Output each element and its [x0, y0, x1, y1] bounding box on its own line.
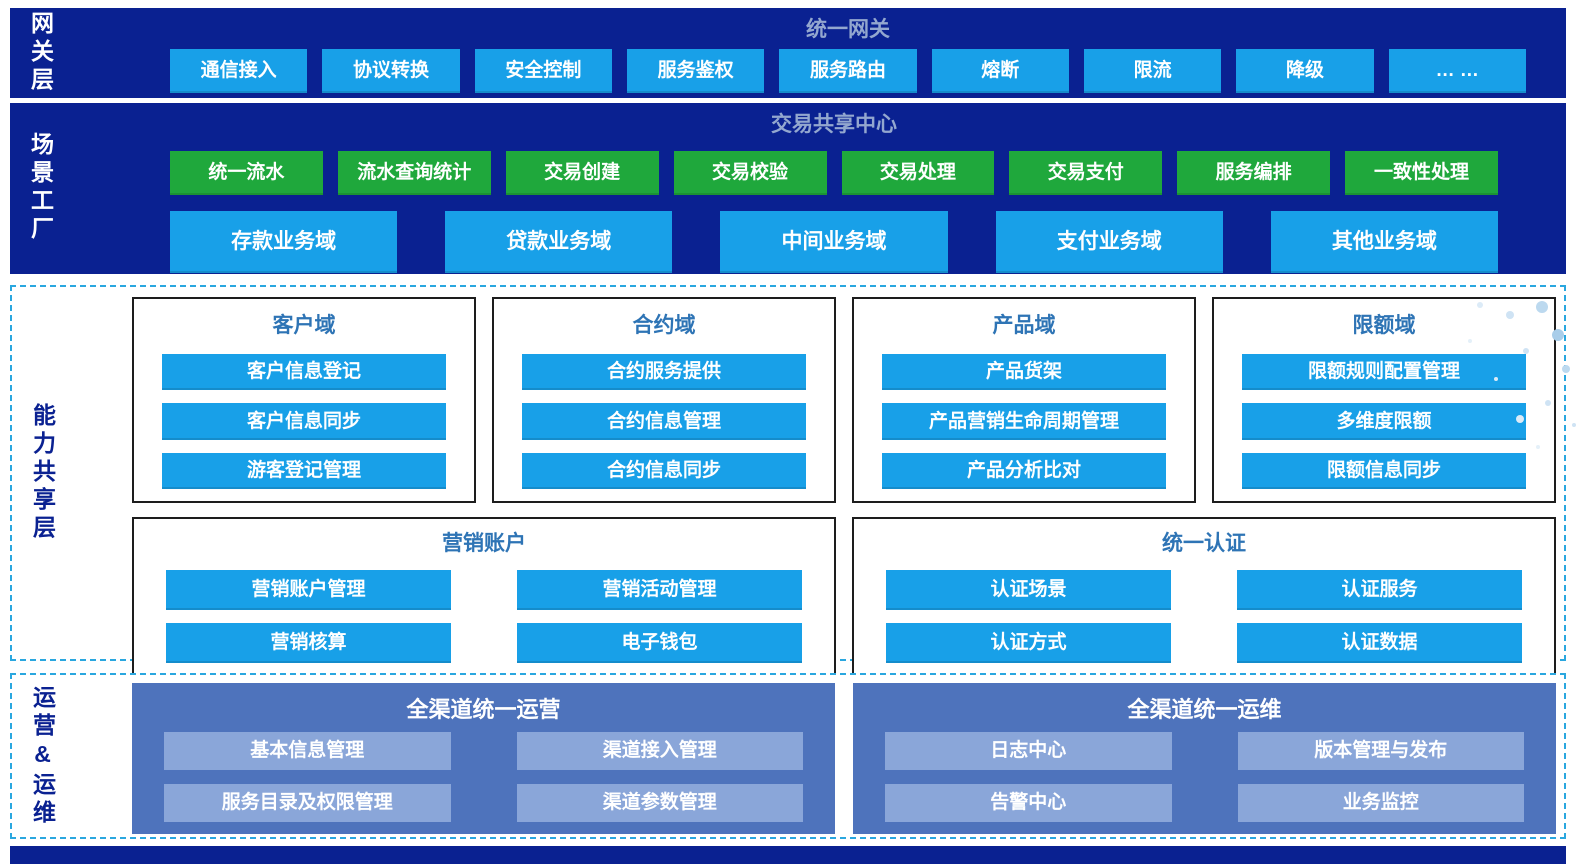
scenario-factory-layer: 场景工厂 交易共享中心 统一流水 流水查询统计 交易创建 交易校验 交易处理 交…	[10, 102, 1566, 275]
capability-group-customer: 客户域 客户信息登记 客户信息同步 游客登记管理	[132, 297, 476, 504]
capability-item: 产品货架	[882, 354, 1166, 391]
gateway-item: 熔断	[931, 49, 1069, 93]
business-domain-item: 支付业务域	[995, 210, 1223, 273]
ops-layer-label: 运营&运维	[12, 675, 72, 837]
gateway-item: 降级	[1236, 49, 1374, 93]
gateway-item: 协议转换	[322, 49, 460, 93]
capability-group-marketing-account: 营销账户 营销账户管理 营销活动管理 营销核算 电子钱包	[132, 517, 836, 676]
capability-layer-label-text: 能力共享层	[29, 403, 56, 544]
ops-panel-maintenance-grid: 日志中心 版本管理与发布 告警中心 业务监控	[885, 732, 1524, 823]
ops-item: 渠道接入管理	[516, 732, 803, 771]
capability-item: 认证场景	[886, 570, 1171, 611]
scenario-content: 交易共享中心 统一流水 流水查询统计 交易创建 交易校验 交易处理 交易支付 服…	[70, 103, 1566, 274]
capability-item: 认证数据	[1237, 623, 1522, 664]
ops-item: 告警中心	[885, 784, 1172, 823]
scenario-factory-label-text: 场景工厂	[27, 132, 54, 245]
capability-item: 产品分析比对	[882, 452, 1166, 490]
gateway-content: 统一网关 通信接入 协议转换 安全控制 服务鉴权 服务路由 熔断 限流 降级 ……	[70, 8, 1566, 98]
capability-item: 限额信息同步	[1242, 452, 1526, 490]
group-title-marketing-account: 营销账户	[442, 532, 526, 556]
gateway-items-row: 通信接入 协议转换 安全控制 服务鉴权 服务路由 熔断 限流 降级 … …	[170, 49, 1526, 93]
business-domain-item: 存款业务域	[170, 210, 398, 273]
ops-item: 日志中心	[885, 732, 1172, 771]
transaction-item: 交易创建	[505, 150, 659, 195]
group-title-contract: 合约域	[632, 314, 696, 338]
group-title-unified-auth: 统一认证	[1162, 532, 1246, 556]
transaction-item: 服务编排	[1177, 150, 1331, 195]
transaction-items-row: 统一流水 流水查询统计 交易创建 交易校验 交易处理 交易支付 服务编排 一致性…	[170, 150, 1498, 195]
capability-item: 客户信息登记	[162, 354, 446, 391]
capability-item: 认证方式	[886, 623, 1171, 664]
business-domain-item: 中间业务域	[720, 210, 948, 273]
gateway-layer-label: 网关层	[10, 8, 70, 98]
capability-group-product: 产品域 产品货架 产品营销生命周期管理 产品分析比对	[852, 297, 1196, 504]
marketing-account-grid: 营销账户管理 营销活动管理 营销核算 电子钱包	[166, 570, 802, 664]
capability-item: 合约信息管理	[522, 403, 806, 440]
ops-content: 全渠道统一运营 基本信息管理 渠道接入管理 服务目录及权限管理 渠道参数管理 全…	[72, 675, 1564, 837]
gateway-layer: 网关层 统一网关 通信接入 协议转换 安全控制 服务鉴权 服务路由 熔断 限流 …	[10, 8, 1566, 98]
capability-item: 合约服务提供	[522, 354, 806, 391]
capability-layer-label: 能力共享层	[12, 287, 72, 659]
transaction-item: 统一流水	[170, 150, 323, 195]
transaction-item: 一致性处理	[1345, 150, 1498, 195]
business-domain-row: 存款业务域 贷款业务域 中间业务域 支付业务域 其他业务域	[170, 210, 1499, 273]
capability-item: 限额规则配置管理	[1242, 354, 1526, 391]
gateway-item: 通信接入	[170, 49, 308, 93]
ops-panel-operation-grid: 基本信息管理 渠道接入管理 服务目录及权限管理 渠道参数管理	[164, 732, 803, 823]
gateway-item-ellipsis: … …	[1388, 49, 1526, 93]
business-domain-item: 其他业务域	[1270, 210, 1499, 273]
ops-panel-maintenance-title: 全渠道统一运维	[1127, 697, 1282, 723]
ops-item: 基本信息管理	[164, 732, 451, 771]
operations-maintenance-layer: 运营&运维 全渠道统一运营 基本信息管理 渠道接入管理 服务目录及权限管理 渠道…	[10, 673, 1566, 840]
gateway-title: 统一网关	[806, 18, 890, 41]
decorative-dots	[1536, 301, 1548, 314]
capability-item: 营销核算	[166, 623, 451, 664]
gateway-item: 服务路由	[779, 49, 917, 93]
capability-group-limit: 限额域 限额规则配置管理 多维度限额 限额信息同步	[1212, 297, 1556, 504]
gateway-item: 服务鉴权	[626, 49, 765, 93]
scenario-factory-label: 场景工厂	[10, 103, 70, 274]
capability-item: 多维度限额	[1242, 403, 1526, 440]
gateway-item: 安全控制	[474, 49, 612, 93]
group-title-product: 产品域	[992, 314, 1056, 338]
transaction-item: 交易支付	[1009, 150, 1163, 195]
bottom-bar	[10, 846, 1566, 864]
group-title-customer: 客户域	[272, 314, 336, 338]
transaction-center-title: 交易共享中心	[771, 112, 897, 136]
capability-item: 产品营销生命周期管理	[882, 403, 1166, 440]
capability-item: 营销活动管理	[517, 570, 802, 611]
ops-item: 版本管理与发布	[1237, 732, 1524, 771]
ops-item: 业务监控	[1237, 784, 1524, 823]
ops-item: 渠道参数管理	[516, 784, 803, 823]
ops-item: 服务目录及权限管理	[164, 784, 451, 823]
unified-auth-grid: 认证场景 认证服务 认证方式 认证数据	[886, 570, 1522, 664]
capability-group-contract: 合约域 合约服务提供 合约信息管理 合约信息同步	[492, 297, 836, 504]
ops-panel-operation: 全渠道统一运营 基本信息管理 渠道接入管理 服务目录及权限管理 渠道参数管理	[132, 683, 835, 835]
ops-layer-label-text: 运营&运维	[29, 684, 56, 828]
group-title-limit: 限额域	[1352, 314, 1416, 338]
ops-panel-operation-title: 全渠道统一运营	[406, 697, 561, 723]
business-domain-item: 贷款业务域	[445, 210, 673, 273]
transaction-item: 交易处理	[841, 150, 995, 195]
capability-item: 游客登记管理	[162, 452, 446, 490]
transaction-item: 流水查询统计	[337, 150, 491, 195]
capability-group-unified-auth: 统一认证 认证场景 认证服务 认证方式 认证数据	[852, 517, 1556, 676]
capability-item: 合约信息同步	[522, 452, 806, 490]
ops-panel-maintenance: 全渠道统一运维 日志中心 版本管理与发布 告警中心 业务监控	[853, 683, 1556, 835]
transaction-item: 交易校验	[673, 150, 827, 195]
gateway-item: 限流	[1083, 49, 1222, 93]
gateway-layer-label-text: 网关层	[27, 10, 54, 95]
capability-item: 电子钱包	[517, 623, 802, 664]
capability-item: 客户信息同步	[162, 403, 446, 440]
capability-item: 认证服务	[1237, 570, 1522, 611]
capability-sharing-layer: 能力共享层 客户域 客户信息登记 客户信息同步 游客登记管理 合约域 合约服务提…	[10, 285, 1566, 676]
capability-item: 营销账户管理	[166, 570, 451, 611]
capability-content: 客户域 客户信息登记 客户信息同步 游客登记管理 合约域 合约服务提供 合约信息…	[72, 287, 1564, 676]
